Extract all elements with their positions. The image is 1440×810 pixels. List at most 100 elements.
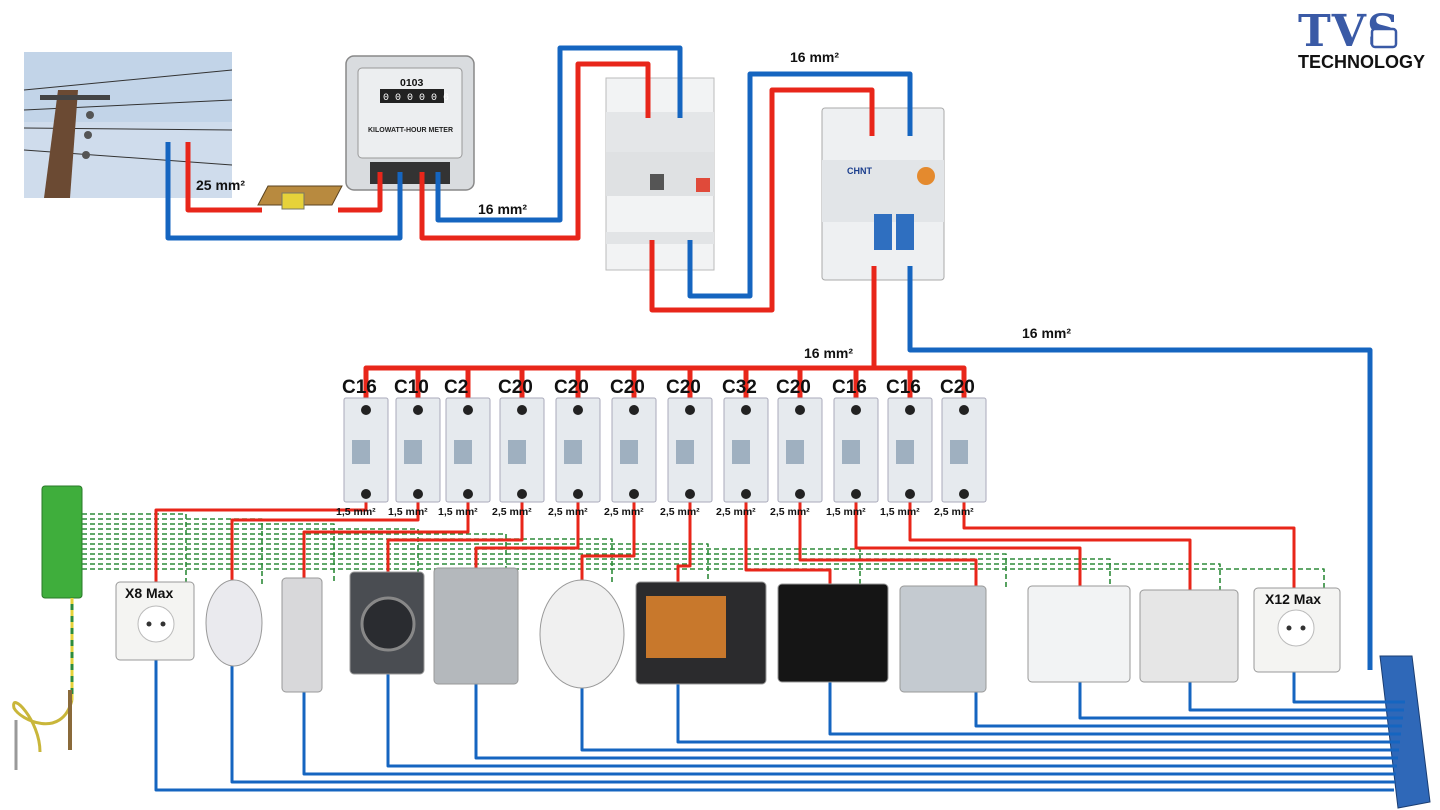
breaker-rating: C10 [394, 377, 429, 398]
breaker-section: 1,5 mm² [826, 506, 866, 518]
chest-freezer [899, 585, 987, 693]
earth-wire-air-conditioner [82, 558, 1111, 590]
rcd-differential-switch: CHNT [821, 107, 945, 281]
meter-plate: KILOWATT-HOUR METER [368, 127, 453, 134]
intercom-panel [281, 577, 323, 693]
phase-wire-washing-machine [386, 496, 524, 576]
earth-wire-socket-left [82, 513, 187, 586]
cable-label-rcd-neutral: 16 mm² [1022, 325, 1071, 341]
neutral-wire-meter-switch [435, 45, 683, 223]
phase-wire-roller-shutter-window [908, 496, 1192, 594]
terminal-screw-icon [517, 405, 527, 415]
breaker-section: 2,5 mm² [492, 506, 532, 518]
phase-wire-mains [185, 142, 262, 213]
neutral-wire-air-conditioner [1078, 682, 1403, 720]
roller-shutter-window [1139, 589, 1239, 683]
breaker-rating: C20 [666, 377, 701, 398]
breaker-rating: C16 [342, 377, 377, 398]
water-heater [539, 579, 625, 689]
logo: TVS TECHNOLOGY [1298, 6, 1425, 72]
phase-wire-socket-left [154, 496, 368, 586]
terminal-screw-icon [741, 489, 751, 499]
breaker-rating: C20 [610, 377, 645, 398]
breaker-section: 1,5 mm² [438, 506, 478, 518]
neutral-wire-light-bulb [230, 666, 1395, 784]
phase-wire-socket-right [962, 496, 1296, 592]
socket-pin-icon [146, 621, 152, 627]
terminal-screw-icon [741, 405, 751, 415]
terminal-screw-icon [361, 489, 371, 499]
breaker-toggle-icon [508, 440, 526, 464]
neutral-wire-socket-right [1292, 672, 1405, 704]
cable-label-to-rcd: 16 mm² [790, 49, 839, 65]
phase-wire-chest-freezer [798, 496, 978, 590]
terminal-screw-icon [795, 405, 805, 415]
terminal-screw-icon [959, 405, 969, 415]
utility-pole-photo [23, 52, 233, 198]
neutral-wire-switch-rcd [687, 71, 913, 299]
earth-wire-chest-freezer [82, 553, 1007, 590]
socket-face-icon [137, 605, 175, 643]
breaker-section: 2,5 mm² [770, 506, 810, 518]
terminal-screw-icon [685, 489, 695, 499]
phase-wire-meter-switch [419, 61, 651, 241]
neutral-wire-roller-shutter-window [1188, 682, 1404, 712]
breaker-toggle-icon [786, 440, 804, 464]
socket-pin-icon [1286, 625, 1292, 631]
induction-hob [777, 583, 889, 683]
terminal-screw-icon [573, 405, 583, 415]
meter-top-text: 0103 [400, 77, 424, 89]
phase-wire-switch-rcd [649, 87, 875, 313]
meter-reading: 0 0 0 0 0 6 [383, 93, 449, 104]
test-button-icon [917, 167, 935, 185]
socket-pin-icon [1300, 625, 1306, 631]
breaker-toggle-icon [404, 440, 422, 464]
terminal-screw-icon [413, 405, 423, 415]
breaker-rating: C16 [832, 377, 867, 398]
breaker-toggle-icon [454, 440, 472, 464]
breaker-rating: C20 [498, 377, 533, 398]
phase-wire-water-heater [580, 496, 636, 584]
phase-wire-dishwasher [474, 496, 580, 572]
neutral-wires [154, 45, 1405, 792]
breaker-toggle-icon [676, 440, 694, 464]
loads [115, 567, 1341, 693]
main-disconnect-switch [605, 77, 715, 271]
earth-wire-socket-right [82, 568, 1325, 592]
phase-wire-induction-hob [744, 496, 832, 588]
terminal-screw-icon [629, 489, 639, 499]
earth-wire-water-heater [82, 538, 613, 584]
earth-terminal-block [12, 485, 83, 770]
phase-wire-intercom-panel [302, 496, 470, 582]
logo-subtitle: TECHNOLOGY [1298, 52, 1425, 72]
terminal-screw-icon [851, 489, 861, 499]
tv-icon [1370, 27, 1398, 49]
earth-wire-roller-shutter-window [82, 563, 1221, 594]
terminal-screw-icon [629, 405, 639, 415]
breaker-toggle-icon [842, 440, 860, 464]
rcd-brand: CHNT [847, 166, 872, 176]
breaker-section: 2,5 mm² [934, 506, 974, 518]
terminal-screw-icon [463, 489, 473, 499]
breaker-section: 2,5 mm² [716, 506, 756, 518]
main-fuse [257, 185, 343, 210]
neutral-wire-oven [676, 684, 1400, 744]
terminal-screw-icon [685, 405, 695, 415]
phase-wire-light-bulb [230, 496, 420, 584]
socket-pin-icon [160, 621, 166, 627]
cable-label-rcd-phase: 16 mm² [804, 345, 853, 361]
terminal-screw-icon [905, 405, 915, 415]
terminal-screw-icon [905, 489, 915, 499]
earth-wire-intercom-panel [82, 523, 335, 582]
energy-meter: 0103 0 0 0 0 0 6 KILOWATT-HOUR METER [345, 55, 475, 191]
terminal-screw-icon [795, 489, 805, 499]
neutral-wire-washing-machine [386, 674, 1397, 768]
terminal-screw-icon [361, 405, 371, 415]
breaker-rating: C16 [886, 377, 921, 398]
washer-door-icon [360, 596, 416, 652]
neutral-wire-rcd-out [907, 266, 1373, 670]
breaker-rating: C32 [722, 377, 757, 398]
neutral-wire-water-heater [580, 688, 1399, 752]
neutral-wire-socket-left [154, 660, 1394, 792]
